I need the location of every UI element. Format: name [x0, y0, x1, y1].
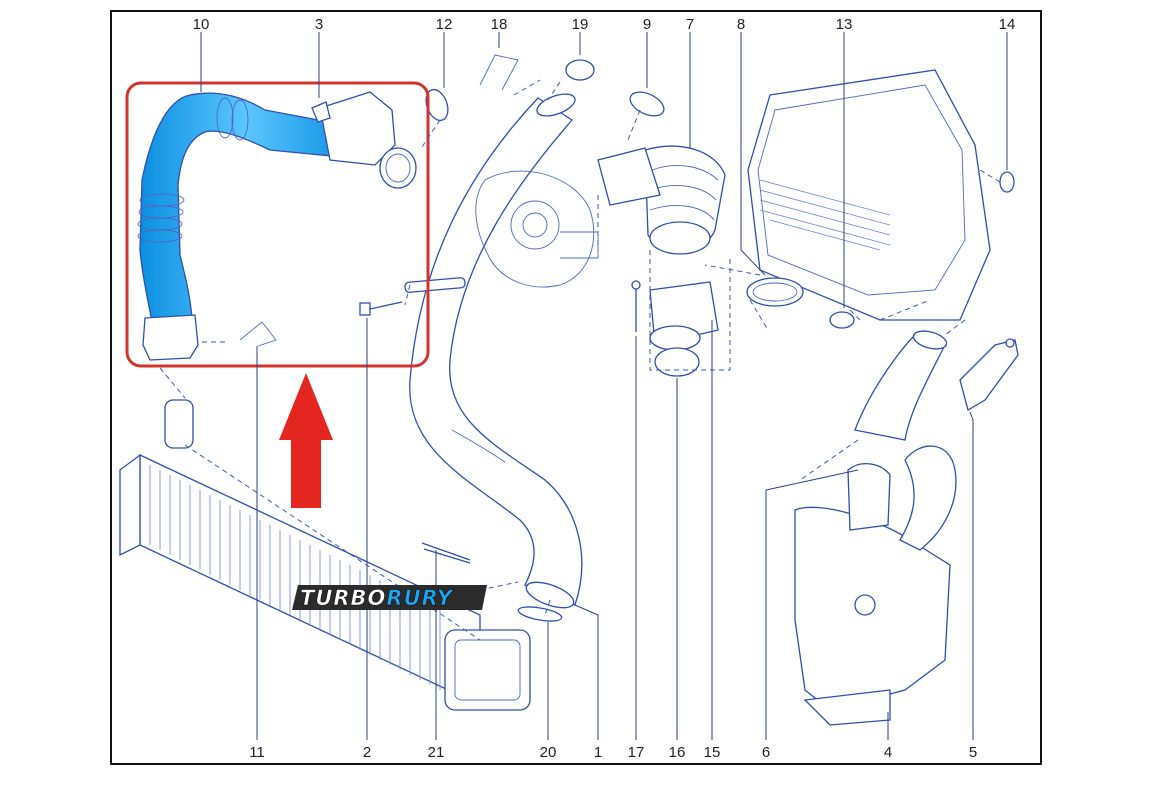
grommet-13 — [829, 311, 855, 329]
label-16: 16 — [669, 744, 686, 761]
svg-text:TURBORURY: TURBORURY — [300, 586, 454, 610]
label-9: 9 — [643, 16, 651, 33]
bolt-2 — [359, 301, 403, 316]
label-10: 10 — [193, 16, 210, 33]
air-filter-box — [747, 69, 991, 321]
label-4: 4 — [884, 744, 892, 761]
highlighted-hose — [137, 91, 417, 361]
label-14: 14 — [999, 16, 1016, 33]
intake-duct — [597, 145, 726, 255]
clip-18 — [479, 54, 519, 91]
charge-pipe — [409, 93, 583, 609]
clamp-9 — [629, 91, 665, 117]
diagram-frame — [110, 10, 1042, 765]
label-11: 11 — [249, 744, 265, 761]
label-15: 15 — [704, 744, 721, 761]
resonator — [794, 445, 957, 726]
label-6: 6 — [762, 744, 770, 761]
label-5: 5 — [969, 744, 977, 761]
label-1: 1 — [594, 744, 602, 761]
oring-20 — [517, 606, 563, 622]
bracket-5 — [959, 338, 1019, 411]
clip-21 — [421, 542, 471, 564]
highlight-frame — [125, 81, 430, 368]
watermark-turbo: TURBO — [300, 586, 386, 610]
intercooler — [119, 399, 531, 711]
clamp-8 — [746, 277, 804, 307]
oring-19 — [565, 59, 595, 81]
leader-lines — [200, 32, 1008, 740]
bolt-17 — [631, 280, 641, 332]
label-20: 20 — [540, 744, 557, 761]
label-7: 7 — [686, 16, 694, 33]
highlight-arrow-icon — [279, 373, 333, 508]
label-12: 12 — [436, 16, 453, 33]
label-8: 8 — [737, 16, 745, 33]
label-17: 17 — [628, 744, 645, 761]
mass-air-flow-sensor — [649, 281, 719, 377]
watermark-rury: RURY — [386, 586, 453, 610]
label-18: 18 — [491, 16, 508, 33]
part-labels: 10 3 12 18 19 9 7 8 13 14 11 2 21 20 1 1… — [193, 16, 1016, 761]
label-19: 19 — [572, 16, 589, 33]
grommet-14 — [999, 171, 1015, 193]
label-21: 21 — [428, 744, 445, 761]
label-3: 3 — [315, 16, 323, 33]
label-2: 2 — [363, 744, 371, 761]
assembly-lines — [159, 79, 1001, 641]
stud — [404, 277, 466, 293]
label-13: 13 — [836, 16, 853, 33]
upper-intake-pipe — [854, 330, 948, 441]
clip-11 — [239, 321, 277, 347]
watermark-logo: TURBORURY — [292, 585, 487, 610]
